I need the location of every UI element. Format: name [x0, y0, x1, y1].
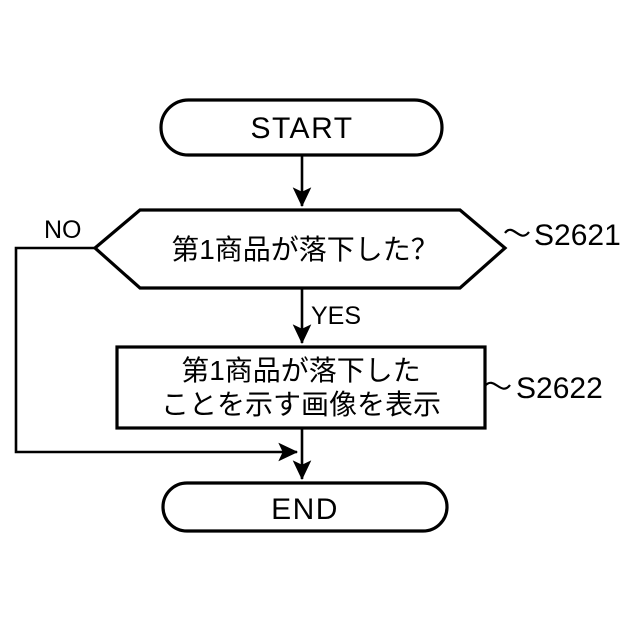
branch-label-yes: YES	[311, 302, 361, 330]
node-start-label: START	[250, 112, 353, 145]
node-decision[interactable]	[92, 208, 508, 290]
node-decision-label: 第1商品が落下した？	[171, 234, 439, 265]
branch-label-no: NO	[44, 216, 82, 244]
step-label-s2622: S2622	[516, 372, 603, 405]
node-process-label-line2: ことを示す画像を表示	[161, 389, 441, 420]
node-end[interactable]	[161, 481, 449, 533]
leader-line-s2622	[484, 381, 511, 390]
node-process-label-line1: 第1商品が落下した	[181, 355, 421, 386]
leader-line-s2621	[504, 228, 530, 237]
node-end-label: END	[271, 493, 339, 526]
connector-no-branch	[14, 246, 299, 462]
step-label-s2621: S2621	[534, 219, 621, 252]
